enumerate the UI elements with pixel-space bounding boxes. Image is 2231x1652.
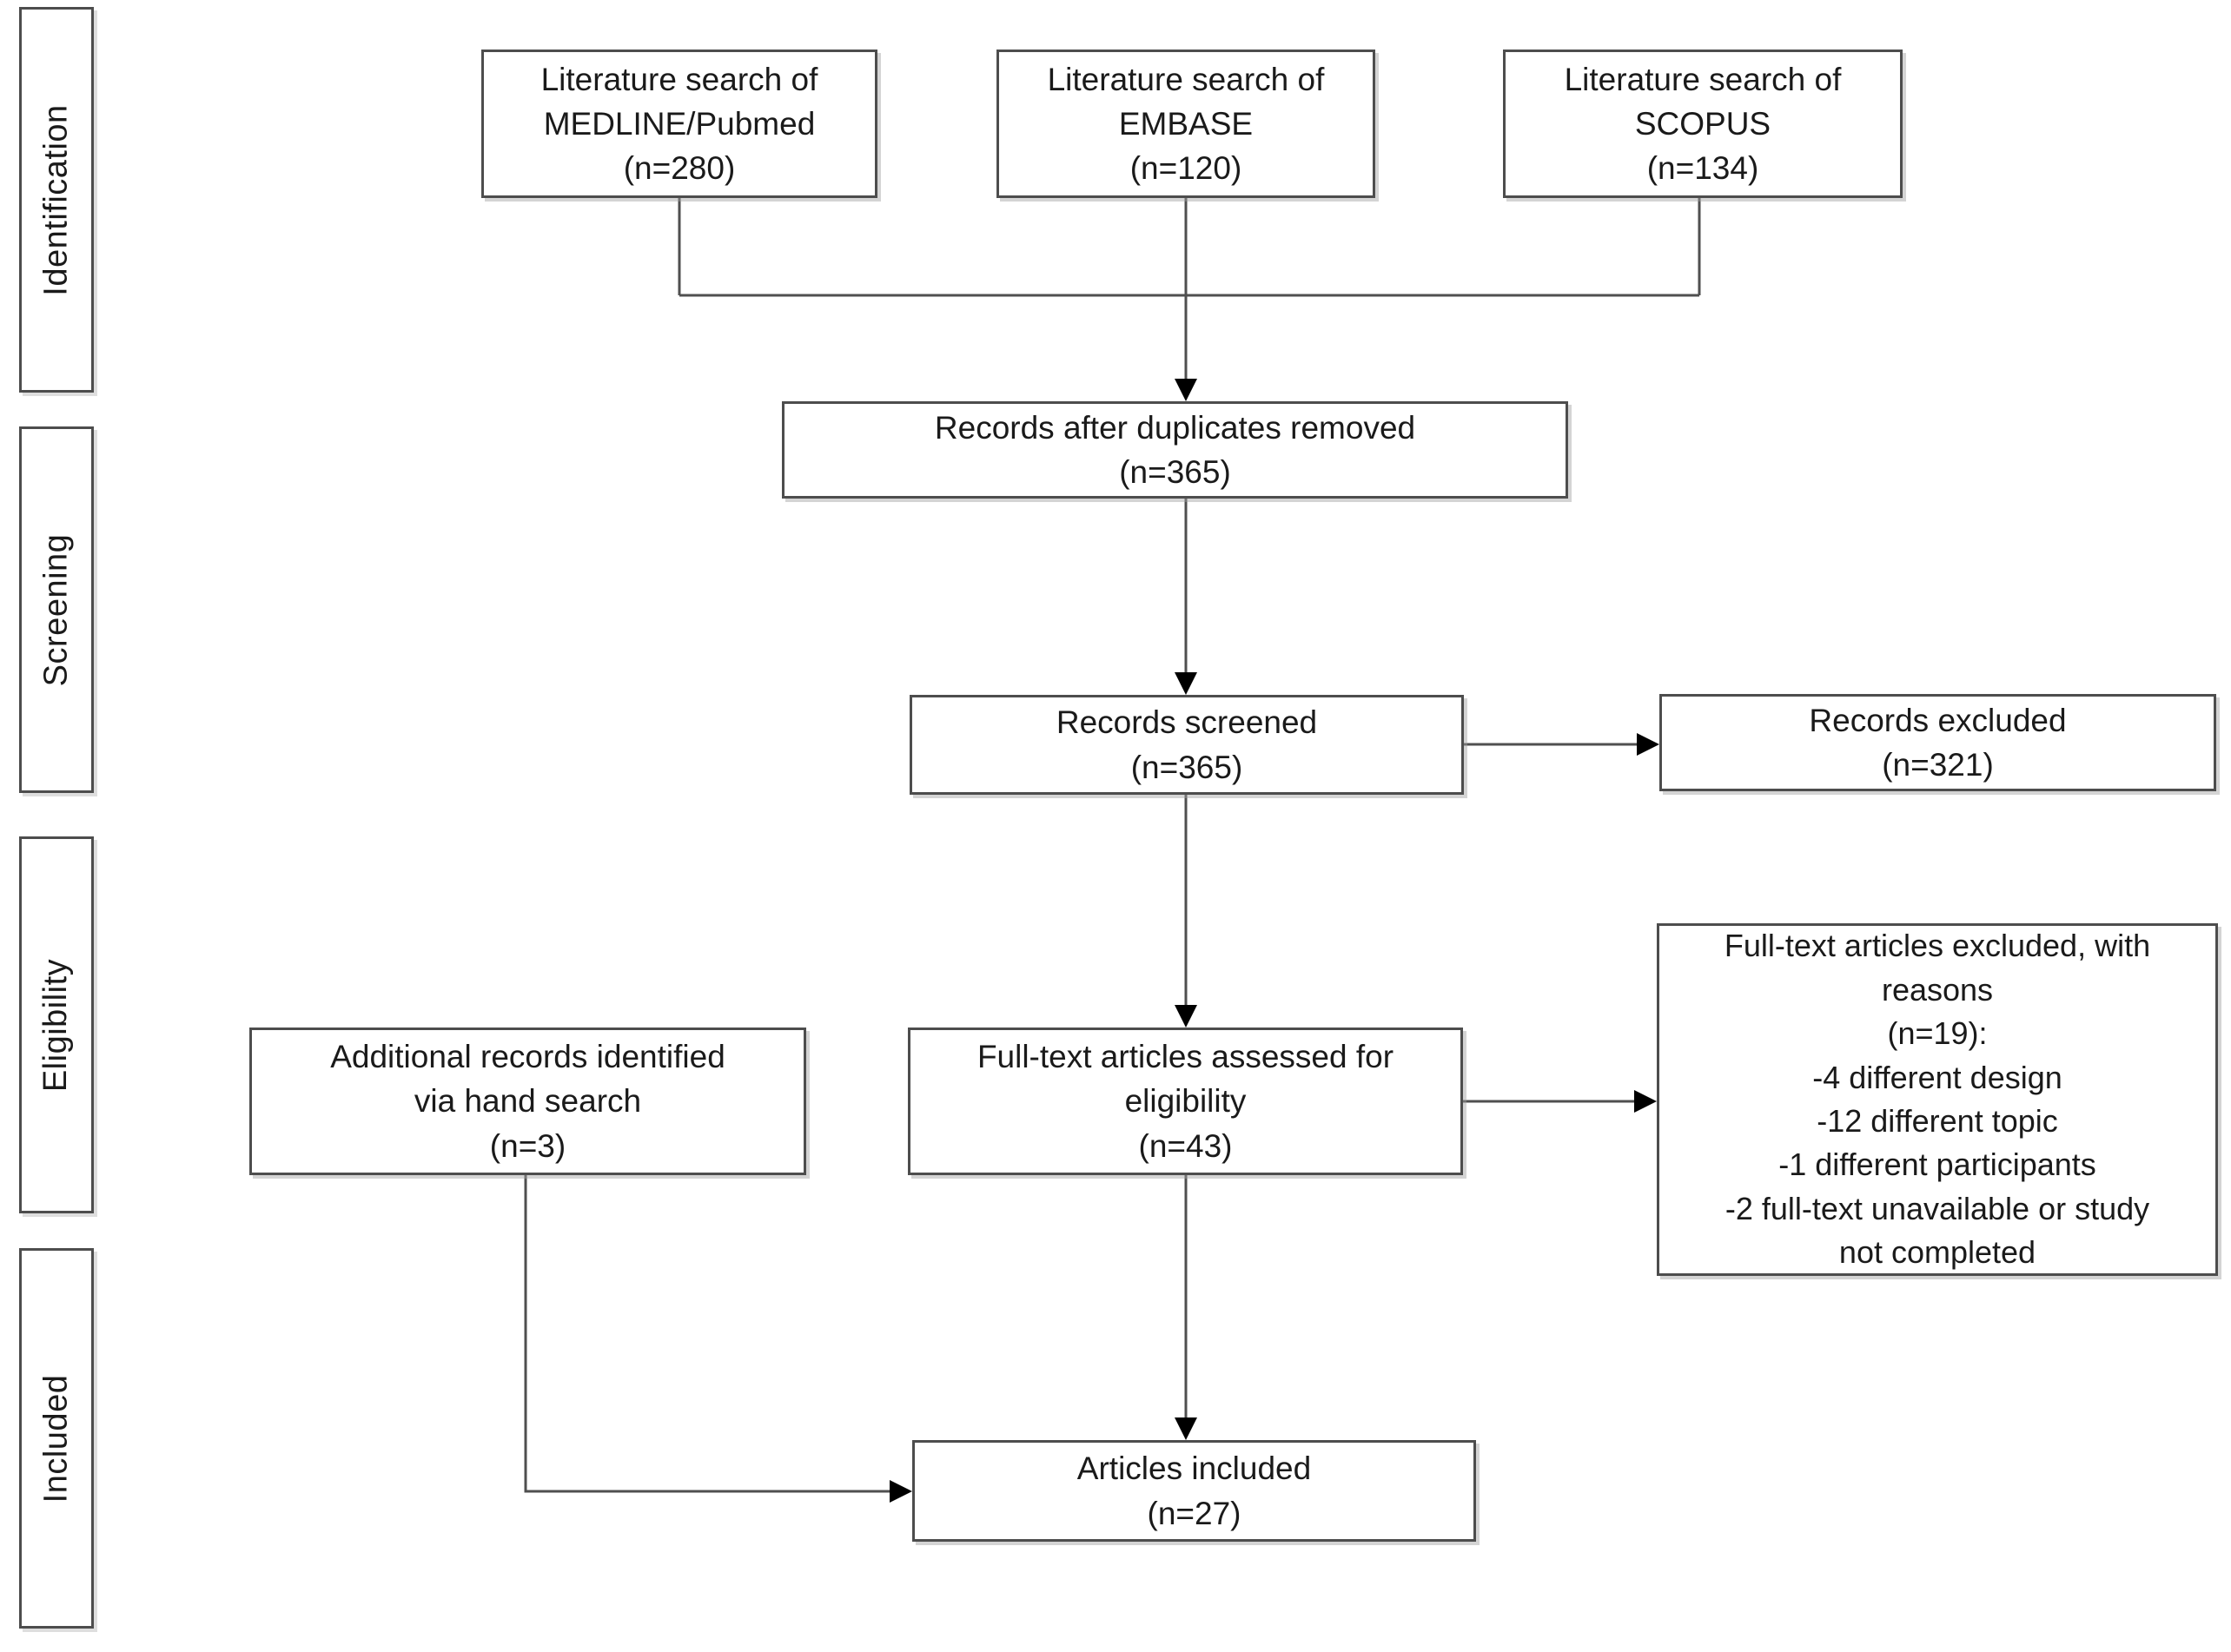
arrowhead-to-ftexcluded	[1634, 1090, 1657, 1113]
node-fulltext-assessed: Full-text articles assessed for eligibil…	[908, 1028, 1463, 1175]
arrowhead-to-records-dup	[1175, 379, 1197, 401]
arrowhead-to-screened	[1175, 672, 1197, 695]
stage-box-eligibility: Eligibility	[19, 836, 94, 1213]
stage-label-screening: Screening	[37, 533, 75, 686]
node-records-after-duplicates: Records after duplicates removed (n=365)	[782, 401, 1568, 499]
node-embase-search: Literature search of EMBASE (n=120)	[996, 50, 1375, 198]
stage-label-included: Included	[37, 1374, 75, 1503]
arrowhead-handsearch-to-included	[890, 1480, 912, 1503]
arrowhead-to-excluded	[1637, 733, 1659, 756]
node-fulltext-excluded: Full-text articles excluded, with reason…	[1657, 923, 2218, 1276]
stage-box-identification: Identification	[19, 7, 94, 393]
node-scopus-search: Literature search of SCOPUS (n=134)	[1503, 50, 1903, 198]
stage-box-included: Included	[19, 1248, 94, 1629]
node-records-screened: Records screened (n=365)	[910, 695, 1464, 795]
stage-label-identification: Identification	[37, 103, 75, 296]
stage-box-screening: Screening	[19, 426, 94, 793]
stage-label-eligibility: Eligibility	[37, 958, 75, 1092]
node-articles-included: Articles included (n=27)	[912, 1440, 1476, 1542]
arrowhead-to-fulltext	[1175, 1005, 1197, 1028]
node-records-excluded: Records excluded (n=321)	[1659, 694, 2216, 791]
node-medline-search: Literature search of MEDLINE/Pubmed (n=2…	[481, 50, 877, 198]
node-additional-hand-search: Additional records identified via hand s…	[249, 1028, 806, 1175]
line-handsearch-elbow	[524, 1175, 900, 1493]
arrowhead-to-included	[1175, 1417, 1197, 1440]
